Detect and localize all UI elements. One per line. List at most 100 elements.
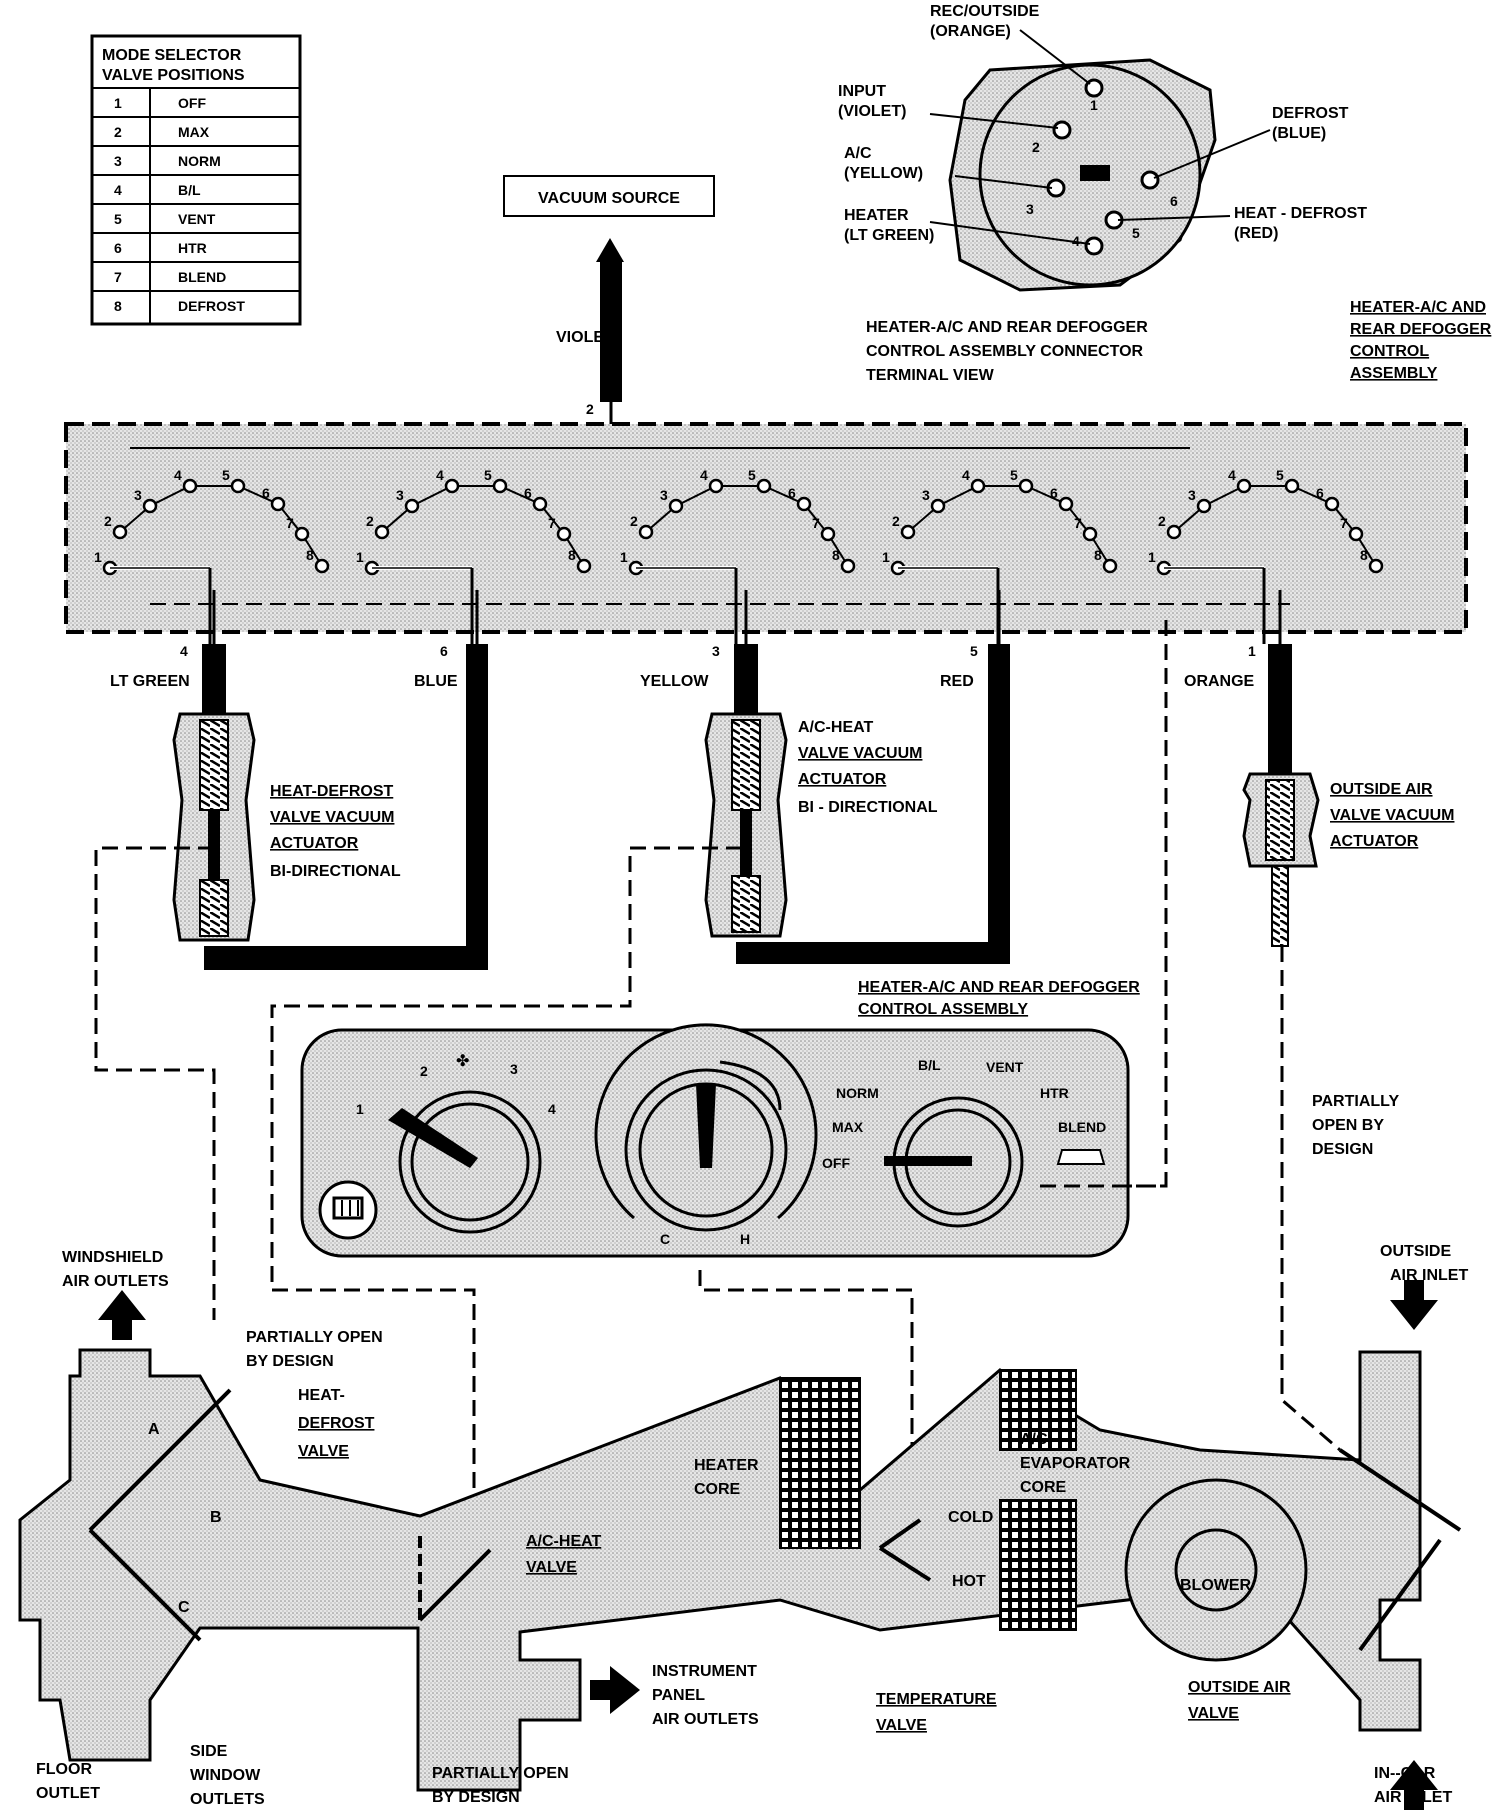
valve-port-number: 4: [962, 467, 970, 483]
svg-text:AIR OUTLETS: AIR OUTLETS: [652, 1711, 759, 1728]
svg-text:BY DESIGN: BY DESIGN: [246, 1353, 334, 1370]
svg-text:AIR OUTLETS: AIR OUTLETS: [62, 1273, 169, 1290]
svg-text:BI - DIRECTIONAL: BI - DIRECTIONAL: [798, 799, 938, 816]
svg-text:CORE: CORE: [1020, 1479, 1067, 1496]
svg-text:VALVE VACUUM: VALVE VACUUM: [798, 745, 922, 762]
valve-port-number: 5: [222, 467, 230, 483]
svg-text:(LT GREEN): (LT GREEN): [844, 227, 934, 244]
svg-text:BI-DIRECTIONAL: BI-DIRECTIONAL: [270, 863, 401, 880]
valve-port-number: 8: [306, 547, 314, 563]
svg-text:(YELLOW): (YELLOW): [844, 165, 923, 182]
svg-text:HEAT-: HEAT-: [298, 1387, 345, 1404]
svg-text:SIDE: SIDE: [190, 1743, 228, 1760]
valve-port: [668, 498, 684, 514]
valve-port-number: 3: [134, 487, 142, 503]
vacuum-source-label: VACUUM SOURCE: [538, 190, 680, 207]
airflow-labels: PARTIALLY OPEN BY DESIGN WINDSHIELD AIR …: [36, 1093, 1468, 1808]
svg-text:MAX: MAX: [832, 1119, 864, 1135]
svg-text:BY DESIGN: BY DESIGN: [432, 1789, 520, 1806]
valve-port: [532, 496, 548, 512]
airflow-arrows: [98, 1280, 1438, 1810]
svg-text:OUTSIDE AIR: OUTSIDE AIR: [1188, 1679, 1291, 1696]
svg-text:A/C-HEAT: A/C-HEAT: [798, 719, 873, 736]
mode-table-row: 6 HTR: [114, 240, 207, 256]
mode-table-number: 5: [114, 211, 122, 227]
valve-port: [1018, 478, 1034, 494]
svg-text:FLOOR: FLOOR: [36, 1761, 92, 1778]
valve-port: [820, 526, 836, 542]
temperature-knob[interactable]: C H: [594, 1023, 818, 1247]
svg-text:CORE: CORE: [694, 1481, 741, 1498]
rear-defogger-button[interactable]: [318, 1180, 378, 1240]
mode-table-position: NORM: [178, 153, 221, 169]
terminal-6: [1140, 170, 1160, 190]
valve-port-number: 8: [1094, 547, 1102, 563]
svg-text:REAR DEFOGGER: REAR DEFOGGER: [1350, 321, 1492, 338]
fan-speed-knob[interactable]: 1 2 3 4 ✤: [356, 1053, 556, 1234]
svg-text:3: 3: [510, 1061, 518, 1077]
svg-text:ORANGE: ORANGE: [1184, 673, 1255, 690]
mode-table-position: OFF: [178, 95, 206, 111]
valve-port: [796, 496, 812, 512]
svg-text:HEATER: HEATER: [694, 1457, 759, 1474]
terminal-4: [1084, 236, 1104, 256]
valve-port-number: 7: [1340, 515, 1348, 531]
valve-port-number: 5: [484, 467, 492, 483]
mode-table-number: 6: [114, 240, 122, 256]
svg-text:HEATER: HEATER: [844, 207, 909, 224]
svg-text:HEATER-A/C AND REAR DEFOGGER: HEATER-A/C AND REAR DEFOGGER: [866, 319, 1148, 336]
valve-port-number: 2: [366, 513, 374, 529]
defrost-icon: [1056, 1149, 1106, 1165]
svg-text:A: A: [148, 1421, 160, 1438]
svg-text:CONTROL: CONTROL: [1350, 343, 1429, 360]
valve-port-number: 2: [1158, 513, 1166, 529]
svg-text:ASSEMBLY: ASSEMBLY: [1350, 365, 1438, 382]
valve-port: [1082, 526, 1098, 542]
mode-table-position: HTR: [178, 240, 207, 256]
connector-terminal-view: 1 2 3 4 6 5 REC/OUTSIDE (ORANGE) INPUT (…: [838, 3, 1367, 384]
svg-text:HTR: HTR: [1040, 1085, 1069, 1101]
terminal-2: [1052, 120, 1072, 140]
valve-port: [576, 558, 592, 574]
valve-port: [1324, 496, 1340, 512]
valve-port: [708, 478, 724, 494]
svg-text:CONTROL ASSEMBLY CONNECTOR: CONTROL ASSEMBLY CONNECTOR: [866, 343, 1144, 360]
fan-icon: ✤: [456, 1053, 469, 1070]
valve-port: [230, 478, 246, 494]
svg-text:INSTRUMENT: INSTRUMENT: [652, 1663, 757, 1680]
svg-text:OPEN BY: OPEN BY: [1312, 1117, 1384, 1134]
svg-text:3: 3: [712, 643, 720, 659]
svg-text:REC/OUTSIDE: REC/OUTSIDE: [930, 3, 1040, 20]
valve-port-number: 5: [1010, 467, 1018, 483]
svg-text:A/C: A/C: [844, 145, 872, 162]
control-assembly-label-1: HEATER-A/C AND: [1350, 299, 1486, 316]
outside-air-actuator: OUTSIDE AIR VALVE VACUUM ACTUATOR: [1242, 772, 1454, 947]
svg-text:3: 3: [1026, 201, 1034, 217]
mode-knob[interactable]: OFF MAX NORM B/L VENT HTR BLEND: [822, 1057, 1106, 1228]
valve-port-number: 3: [922, 487, 930, 503]
svg-text:VALVE: VALVE: [526, 1559, 577, 1576]
svg-text:WINDOW: WINDOW: [190, 1767, 261, 1784]
valve-port: [970, 478, 986, 494]
svg-text:ACTUATOR: ACTUATOR: [1330, 833, 1419, 850]
valve-port-number: 4: [174, 467, 182, 483]
valve-port-number: 8: [568, 547, 576, 563]
svg-text:VALVE VACUUM: VALVE VACUUM: [270, 809, 394, 826]
svg-text:IN--CAR: IN--CAR: [1374, 1765, 1436, 1782]
ac-heat-actuator: A/C-HEAT VALVE VACUUM ACTUATOR BI - DIRE…: [704, 712, 938, 938]
mode-table-position: VENT: [178, 211, 216, 227]
valve-port-number: 4: [700, 467, 708, 483]
valve-port-number: 3: [396, 487, 404, 503]
valve-port-number: 8: [832, 547, 840, 563]
svg-text:PANEL: PANEL: [652, 1687, 705, 1704]
svg-text:VALVE: VALVE: [876, 1717, 927, 1734]
mode-table-number: 4: [114, 182, 122, 198]
